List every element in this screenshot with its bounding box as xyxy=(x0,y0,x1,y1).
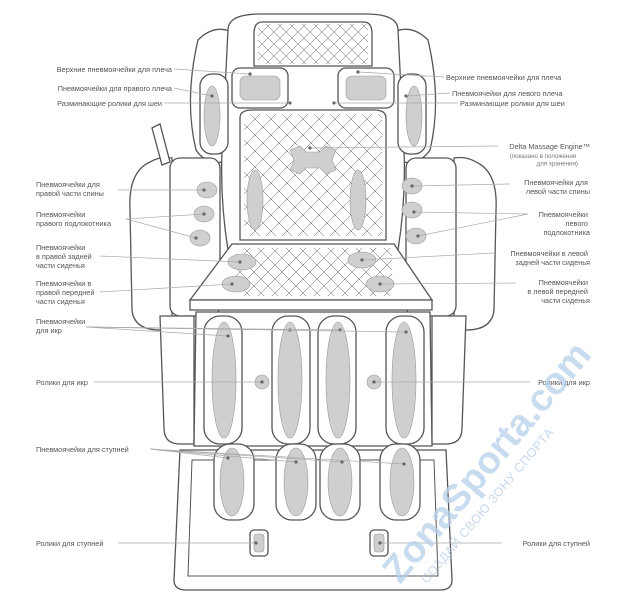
leader-lines xyxy=(85,68,530,545)
leader-dot xyxy=(410,184,414,188)
leader-dot xyxy=(378,282,382,286)
leader-line xyxy=(411,183,511,187)
leader-line xyxy=(125,218,197,239)
leader-dot xyxy=(360,258,364,262)
leader-dot xyxy=(294,460,298,464)
label-left-foot-rollers: Ролики для ступней xyxy=(36,539,103,548)
label-left-foot-airbags: Пневмоячейки для ступней xyxy=(36,445,129,454)
leader-dot xyxy=(332,101,336,105)
leader-line xyxy=(417,213,529,237)
leader-line xyxy=(99,283,233,293)
label-right-neck-rollers: Разминающие ролики для шеи xyxy=(460,99,565,108)
leader-dot xyxy=(372,380,376,384)
leader-dot xyxy=(404,94,408,98)
leader-line xyxy=(125,213,205,220)
label-right-engine-note: (показано в положении для хранения) xyxy=(510,153,578,168)
leader-dot xyxy=(230,282,234,286)
leader-line xyxy=(413,211,529,215)
leader-line xyxy=(405,92,451,97)
label-left-right-shoulder: Пневмоячейки для правого плеча xyxy=(58,84,173,93)
leader-dot xyxy=(402,462,406,466)
leader-line xyxy=(149,448,405,465)
label-right-seat-front-left: Пневмоячейки в левой передней части сиде… xyxy=(527,278,590,305)
leader-line xyxy=(99,255,241,263)
label-right-seat-rear-left: Пневмоячейки в левой задней части сидень… xyxy=(510,249,590,267)
leader-dot xyxy=(288,101,292,105)
leader-dot xyxy=(210,94,214,98)
leader-line xyxy=(309,145,499,149)
label-left-seat-rear-right: Пневмоячейки в правой задней части сиден… xyxy=(36,243,94,270)
leader-line xyxy=(173,68,251,75)
label-left-back-right: Пневмоячейки для правой части спины xyxy=(36,180,104,198)
leader-dot xyxy=(340,460,344,464)
leader-dot xyxy=(416,234,420,238)
leader-dot xyxy=(226,456,230,460)
leader-dot xyxy=(404,330,408,334)
label-left-calf-airbags: Пневмоячейки для икр xyxy=(36,317,87,335)
leader-dot xyxy=(248,72,252,76)
label-right-left-armrest: Пневмоячейки левого подлокотника xyxy=(539,210,591,237)
leader-line xyxy=(173,87,213,97)
leader-line xyxy=(361,252,495,261)
labels-right: Верхние пневмоячейки для плеча Пневмояче… xyxy=(446,73,591,548)
label-left-upper-shoulder: Верхние пневмоячейки для плеча xyxy=(57,65,173,74)
leader-line xyxy=(149,448,297,463)
leader-line xyxy=(85,326,407,333)
leader-dot xyxy=(254,541,258,545)
leader-line xyxy=(357,71,445,78)
leader-dot xyxy=(412,210,416,214)
leader-dot xyxy=(202,212,206,216)
label-right-delta-engine: Delta Massage Engine™ xyxy=(509,142,590,151)
leader-dot xyxy=(308,146,312,150)
leader-line xyxy=(85,326,229,337)
label-right-back-left: Пневмоячейки для левой части спины xyxy=(524,178,590,196)
leader-line xyxy=(379,282,517,285)
label-right-upper-shoulder: Верхние пневмоячейки для плеча xyxy=(446,73,562,82)
leader-dot xyxy=(238,260,242,264)
label-right-calf-rollers: Ролики для икр xyxy=(538,378,590,387)
labels-left: Верхние пневмоячейки для плеча Пневмояче… xyxy=(36,65,173,548)
leader-dot xyxy=(378,541,382,545)
label-left-neck-rollers: Разминающие ролики для шеи xyxy=(57,99,162,108)
label-right-left-shoulder: Пневмоячейки для левого плеча xyxy=(452,89,563,98)
leader-dot xyxy=(226,334,230,338)
label-left-right-armrest: Пневмоячейки правого подлокотника xyxy=(36,210,112,228)
leader-dot xyxy=(260,380,264,384)
leader-dot xyxy=(202,188,206,192)
label-left-calf-rollers: Ролики для икр xyxy=(36,378,88,387)
label-left-seat-front-right: Пневмоячейки в правой передней части сид… xyxy=(36,279,96,306)
leader-dot xyxy=(194,236,198,240)
leader-dot xyxy=(356,70,360,74)
label-right-foot-rollers: Ролики для ступней xyxy=(523,539,590,548)
